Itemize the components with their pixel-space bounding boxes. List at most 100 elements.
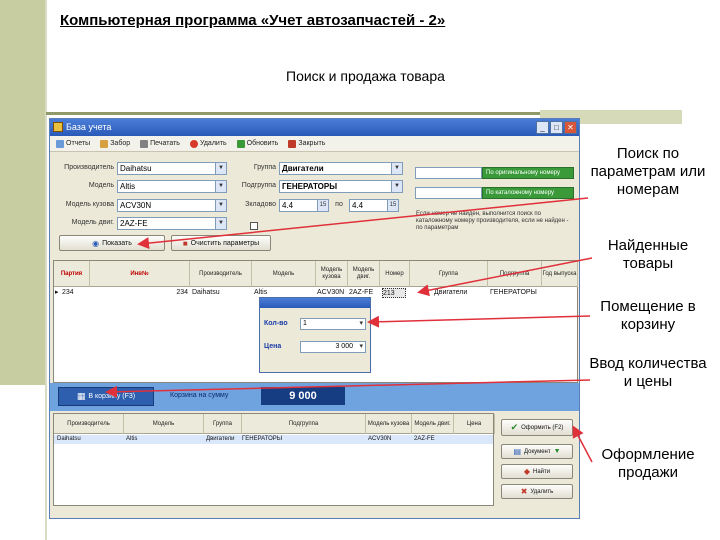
add-to-cart-label: В корзину (F3) [88,393,136,400]
add-to-cart-button[interactable]: ▦ В корзину (F3) [58,387,154,406]
cart-cell-engine: 2AZ-FE [414,436,435,442]
col-body[interactable]: Модель кузова [316,261,348,287]
cart-cell-model: Altis [126,436,138,442]
producer-value: Daihatsu [120,164,152,173]
eraser-icon: ■ [182,238,188,248]
cart-col-body[interactable]: Модель кузова [366,414,412,434]
toolbar-delete[interactable]: Удалить [189,139,227,148]
toolbar-label: Удалить [199,140,227,147]
toolbar-reports[interactable]: Отчеты [56,139,91,148]
callout-found-items: Найденные товары [607,237,689,272]
close-icon[interactable]: ✕ [564,121,577,134]
chevron-down-icon[interactable]: ▼ [215,218,226,229]
find-button[interactable]: ◆ Найти [501,464,573,479]
col-inv[interactable]: Инв№ [90,261,190,287]
group-select[interactable]: Двигатели ▼ [279,162,403,175]
cell-party: 234 [62,289,74,296]
cart-cell-producer: Daihatsu [57,436,81,442]
body-model-select[interactable]: ACV30N▼ [117,199,227,212]
chevron-down-icon[interactable]: ▼ [215,200,226,211]
chevron-down-icon[interactable]: ▼ [391,163,402,174]
toolbar: Отчеты Забор Печатать Удалить Обновить З… [50,136,579,152]
price-input[interactable]: 3 000 ▾ [300,341,366,353]
calendar-icon[interactable]: 15 [317,200,328,211]
row-pointer-icon: ▸ [55,289,59,296]
calendar-icon[interactable]: 15 [387,200,398,211]
toolbar-label: Закрыть [298,140,326,147]
cell-group: Двигатели [434,289,468,296]
price-value: 3 000 [335,343,353,350]
show-button[interactable]: ◉ Показать [59,235,165,251]
toolbar-label: Отчеты [66,140,91,147]
col-group[interactable]: Группа [410,261,488,287]
delete-icon: ✖ [520,487,528,496]
cart-col-price[interactable]: Цена [454,414,495,434]
chevron-down-icon[interactable]: ▼ [215,181,226,192]
printer-icon [140,139,149,148]
col-engine[interactable]: Модель двиг. [348,261,380,287]
delete-label: Удалить [530,488,554,495]
cart-col-engine[interactable]: Модель двиг. [412,414,454,434]
slide-title: Компьютерная программа «Учет автозапчаст… [60,12,446,29]
qty-input[interactable]: 1 ▾ [300,318,366,330]
app-window: База учета _ □ ✕ Отчеты Забор Печатать У… [49,118,580,519]
group-value: Двигатели [282,164,324,173]
toolbar-label: Забор [110,140,131,147]
stock-from-input[interactable]: 4.4 15 [279,199,329,212]
reports-icon [56,139,64,148]
search-icon: ◆ [523,467,531,476]
table-row[interactable]: Daihatsu Altis Двигатели ГЕНЕРАТОРЫ ACV3… [54,435,493,444]
col-number[interactable]: Номер [380,261,410,287]
producer-select[interactable]: Daihatsu ▼ [117,162,227,175]
calculator-icon[interactable]: ▾ [359,343,363,350]
toolbar-label: Обновить [246,140,279,147]
col-producer[interactable]: Производитель [190,261,252,287]
col-subgroup[interactable]: Подгруппа [488,261,542,287]
col-model[interactable]: Модель [252,261,316,287]
clear-parameters-button[interactable]: ■ Очистить параметры [171,235,271,251]
stepper-icon[interactable]: ▾ [359,320,363,327]
cart-col-producer[interactable]: Производитель [54,414,124,434]
maximize-icon[interactable]: □ [550,121,563,134]
cart-total-value: 9 000 [261,387,345,405]
price-label: Цена [264,343,282,350]
toolbar-close[interactable]: Закрыть [288,139,326,148]
toolbar-refresh[interactable]: Обновить [236,139,279,148]
slide-side-bar [0,0,46,385]
cart-total-label: Корзина на сумму [170,392,229,399]
engine-model-select[interactable]: 2AZ-FE ▼ [117,217,227,230]
search-form: Производитель Daihatsu▼ Модель Altis▼ Мо… [50,153,579,251]
chevron-down-icon[interactable]: ▼ [391,181,402,192]
app-icon [53,122,63,132]
stock-checkbox[interactable] [250,222,258,230]
subgroup-select[interactable]: ГЕНЕРАТОРЫ ▼ [279,180,403,193]
catalog-number-input[interactable] [415,187,482,199]
cart-col-group[interactable]: Группа [204,414,242,434]
slide-top-rule [46,112,672,115]
minimize-icon[interactable]: _ [536,121,549,134]
cell-number[interactable]: 213 [382,288,406,298]
subgroup-value: ГЕНЕРАТОРЫ [282,182,338,191]
stock-from-value: 4.4 [282,201,294,210]
cart-header: Производитель Модель Группа Подгруппа Мо… [54,414,495,434]
chevron-down-icon[interactable]: ▼ [215,163,226,174]
toolbar-pickup[interactable]: Забор [100,139,131,148]
model-value: Altis [120,182,136,191]
cart-col-subgroup[interactable]: Подгруппа [242,414,366,434]
model-select[interactable]: Altis ▼ [117,180,227,193]
results-header: Партия Инв№ Производитель Модель Модель … [54,261,578,287]
quantity-dialog-titlebar [260,298,370,308]
delete-button[interactable]: ✖ Удалить [501,484,573,499]
original-number-input[interactable] [415,167,482,179]
document-button[interactable]: ▤ Документ ▼ [501,444,573,459]
delete-icon [189,139,198,148]
col-year[interactable]: Год выпуска [542,261,578,287]
engine-model-value: 2AZ-FE [120,219,148,228]
col-party[interactable]: Партия [54,261,90,287]
cell-model: Altis [254,289,268,296]
toolbar-print[interactable]: Печатать [140,139,180,148]
checkout-button[interactable]: ✔ Оформить (F2) [501,419,573,436]
cart-col-model[interactable]: Модель [124,414,204,434]
